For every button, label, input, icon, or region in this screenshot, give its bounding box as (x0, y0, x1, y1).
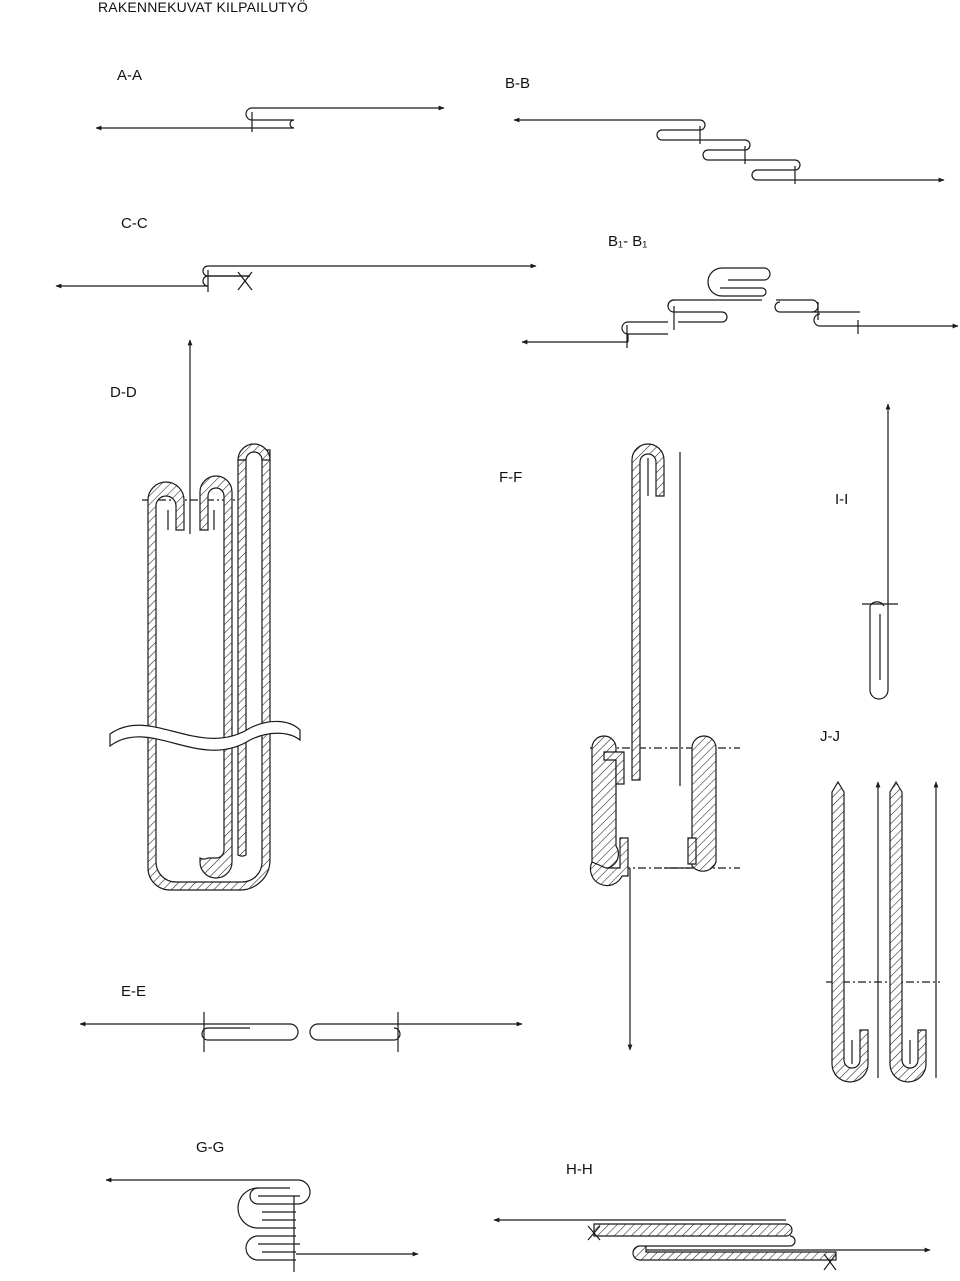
section-i-i-drawing (862, 403, 898, 700)
section-label-b1-b1: B₁- B₁ (608, 233, 648, 250)
section-label-c-c: C-C (121, 215, 148, 232)
section-label-e-e: E-E (121, 983, 147, 1000)
section-c-c-drawing (55, 263, 537, 292)
section-label-g-g: G-G (196, 1139, 225, 1156)
section-j-j-drawing (826, 780, 940, 1083)
section-label-d-d: D-D (110, 384, 137, 401)
section-label-i-i: I-I (835, 491, 849, 508)
section-label-h-h: H-H (566, 1161, 593, 1178)
section-f-f-drawing (589, 443, 740, 1051)
section-label-b-b: B-B (505, 75, 531, 92)
section-d-d-drawing (109, 339, 301, 891)
section-label-a-a: A-A (117, 67, 143, 84)
section-e-e-drawing (79, 1012, 523, 1052)
section-b1-b1-drawing (521, 267, 959, 348)
drawing-title: RAKENNEKUVAT KILPAILUTYÖ (98, 0, 308, 15)
section-a-a-drawing (95, 105, 445, 132)
section-b-b-drawing (513, 117, 945, 184)
section-g-g-drawing (105, 1177, 419, 1272)
section-h-h-drawing (493, 1217, 931, 1271)
section-label-f-f: F-F (499, 469, 523, 486)
section-label-j-j: J-J (820, 728, 840, 745)
